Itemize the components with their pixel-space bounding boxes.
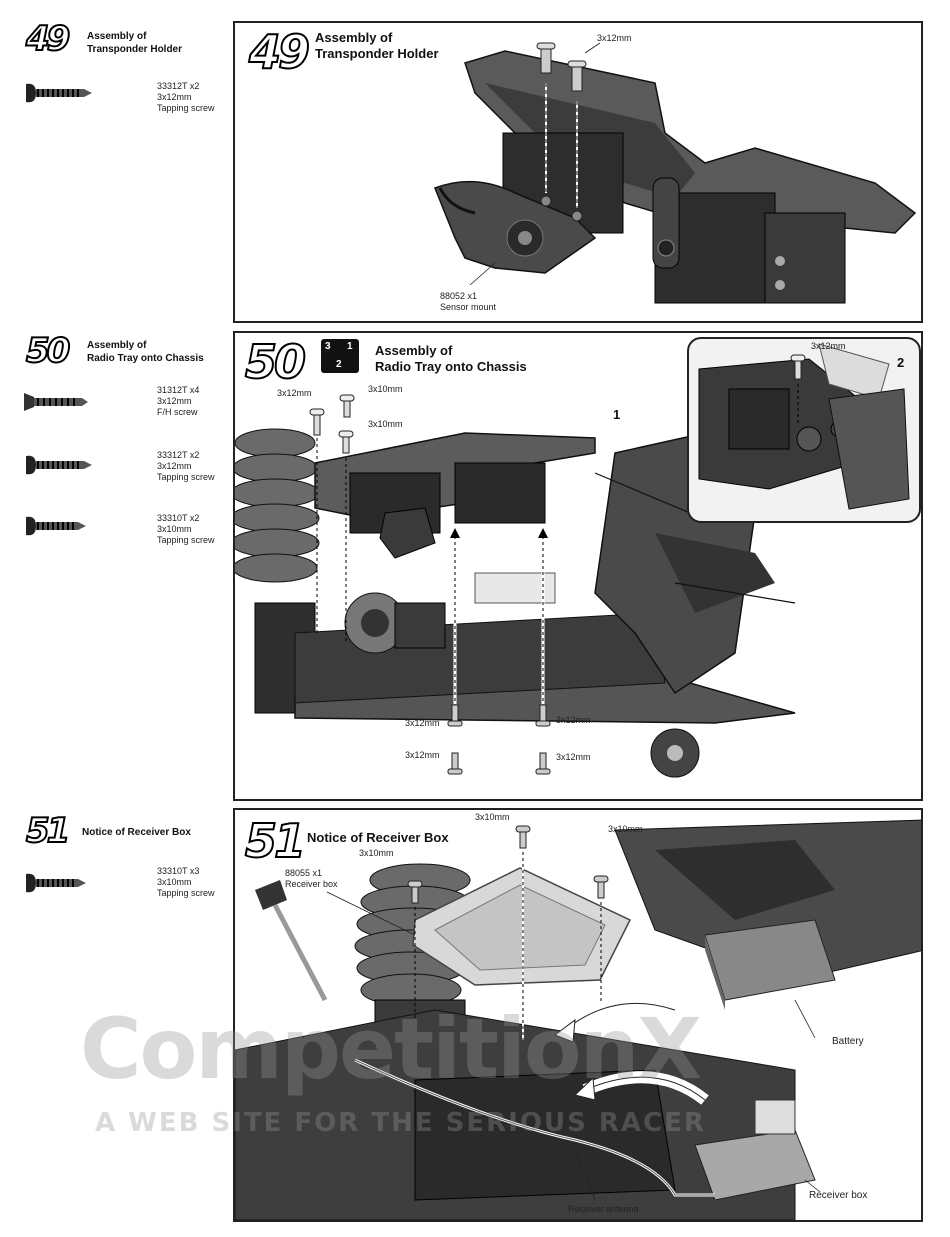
part-callout: 88055 x1 Receiver box bbox=[285, 868, 338, 890]
part-spec: 33312T x2 3x12mm Tapping screw bbox=[157, 450, 215, 483]
flat-head-screw-icon bbox=[24, 393, 88, 411]
step-title-line: Transponder Holder bbox=[87, 44, 183, 55]
substep-label: 2 bbox=[897, 355, 905, 370]
site-watermark: CompetitionX bbox=[80, 1000, 702, 1098]
part-spec: 31312T x4 3x12mm F/H screw bbox=[157, 385, 199, 418]
step-title: Assembly of Transponder Holder bbox=[87, 30, 182, 56]
screw-callout: 3x12mm bbox=[405, 718, 440, 728]
screw-callout: 3x10mm bbox=[368, 384, 403, 394]
screw-callout: 3x12mm bbox=[405, 750, 440, 760]
screw-callout: 3x12mm bbox=[811, 341, 846, 351]
part-size: 3x12mm bbox=[157, 92, 192, 102]
panel-title-line: Assembly of bbox=[375, 343, 453, 358]
part-size: 3x10mm bbox=[157, 877, 192, 887]
substep-label: 1 bbox=[613, 407, 621, 422]
part-spec: 33310T x3 3x10mm Tapping screw bbox=[157, 866, 215, 899]
step-number: 51 bbox=[25, 811, 71, 851]
tapping-screw-icon bbox=[26, 873, 86, 893]
panel-title-line: Assembly of bbox=[315, 30, 393, 45]
transponder-holder-diagram bbox=[434, 42, 917, 304]
part-callout-code: 88052 x1 bbox=[440, 291, 478, 301]
part-name: Tapping screw bbox=[157, 888, 215, 898]
order-badge-icon: 3 1 2 bbox=[321, 339, 359, 373]
receiver-box-label: Receiver box bbox=[809, 1190, 868, 1201]
inset-diagram bbox=[698, 343, 910, 510]
part-callout-name: Sensor mount bbox=[440, 302, 497, 312]
screw-callout: 3x10mm bbox=[359, 848, 394, 858]
step-title-line: Assembly of bbox=[87, 340, 147, 351]
part-name: Tapping screw bbox=[157, 535, 215, 545]
screw-callout: 3x12mm bbox=[556, 715, 591, 725]
panel-title: Assembly of Transponder Holder bbox=[315, 30, 439, 62]
part-callout-code: 88055 x1 bbox=[285, 868, 323, 878]
part-code: 33312T x2 bbox=[157, 450, 200, 460]
part-size: 3x12mm bbox=[157, 461, 192, 471]
screw-callout: 3x12mm bbox=[277, 388, 312, 398]
receiver-box-diagram bbox=[235, 819, 921, 1220]
part-code: 33310T x3 bbox=[157, 866, 200, 876]
part-callout-name: Receiver box bbox=[285, 879, 338, 889]
part-code: 33310T x2 bbox=[157, 513, 200, 523]
tapping-screw-icon bbox=[26, 516, 86, 536]
panel-step-number: 51 bbox=[244, 814, 307, 868]
watermark-title: CompetitionX bbox=[80, 1000, 702, 1098]
part-spec: 33310T x2 3x10mm Tapping screw bbox=[157, 513, 215, 546]
panel-title: Notice of Receiver Box bbox=[307, 830, 449, 845]
part-size: 3x10mm bbox=[157, 524, 192, 534]
screw-callout: 3x12mm bbox=[556, 752, 591, 762]
panel-step-number: 49 bbox=[248, 25, 311, 79]
step-title-line: Radio Tray onto Chassis bbox=[87, 353, 204, 364]
part-name: Tapping screw bbox=[157, 472, 215, 482]
step-title: Notice of Receiver Box bbox=[82, 827, 191, 838]
antenna-label: Receiver antenna bbox=[568, 1204, 639, 1214]
part-code: 31312T x4 bbox=[157, 385, 200, 395]
detail-inset: 3x12mm 2 bbox=[687, 337, 921, 523]
part-name: F/H screw bbox=[157, 407, 198, 417]
battery-label: Battery bbox=[832, 1036, 864, 1047]
step-number: 49 bbox=[25, 19, 71, 59]
part-code: 33312T x2 bbox=[157, 81, 200, 91]
panel-title-line: Transponder Holder bbox=[315, 46, 439, 61]
tapping-screw-icon bbox=[26, 455, 92, 475]
step-title-line: Assembly of bbox=[87, 31, 147, 42]
order-badge-digit: 1 bbox=[347, 341, 353, 352]
part-callout: 88052 x1 Sensor mount bbox=[440, 291, 496, 313]
panel-step-number: 50 bbox=[244, 335, 307, 389]
order-badge-digit: 3 bbox=[325, 341, 331, 352]
panel-title: Assembly of Radio Tray onto Chassis bbox=[375, 343, 527, 375]
step-title: Assembly of Radio Tray onto Chassis bbox=[87, 339, 204, 365]
step-number: 50 bbox=[25, 331, 71, 371]
site-watermark-tagline: A WEB SITE FOR THE SERIOUS RACER bbox=[95, 1108, 706, 1138]
part-spec: 33312T x2 3x12mm Tapping screw bbox=[157, 81, 215, 114]
screw-callout: 3x10mm bbox=[475, 812, 510, 822]
part-size: 3x12mm bbox=[157, 396, 192, 406]
panel-title-line: Radio Tray onto Chassis bbox=[375, 359, 527, 374]
order-badge-digit: 2 bbox=[336, 359, 342, 370]
step-panel: 50 3 1 2 Assembly of Radio Tray onto Cha… bbox=[233, 331, 923, 801]
screw-callout: 3x10mm bbox=[608, 824, 643, 834]
step-panel: 51 Notice of Receiver Box bbox=[233, 808, 923, 1222]
tapping-screw-icon bbox=[26, 83, 92, 103]
step-panel: 49 Assembly of Transponder Holder bbox=[233, 21, 923, 323]
screw-callout: 3x12mm bbox=[597, 33, 632, 43]
part-name: Tapping screw bbox=[157, 103, 215, 113]
screw-callout: 3x10mm bbox=[368, 419, 403, 429]
